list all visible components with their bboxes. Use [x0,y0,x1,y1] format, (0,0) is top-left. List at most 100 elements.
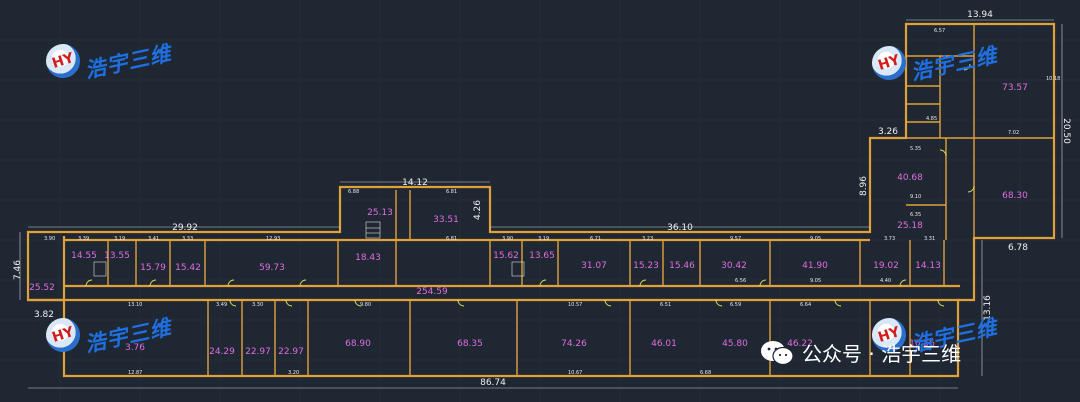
room-area: 59.73 [259,263,285,273]
room-area-labels: 25.52 14.55 13.55 15.79 15.42 59.73 25.1… [29,83,1028,357]
small-dim: 3.41 [148,236,159,242]
room-area: 68.35 [457,339,483,349]
small-dim: 10.18 [1046,76,1060,82]
dimension-lines [19,19,1063,389]
small-dim: 3.39 [78,236,89,242]
room-area: 40.68 [897,173,923,183]
room-area: 73.57 [1002,83,1028,93]
exterior-walls [26,22,1056,378]
small-dim: 10.67 [568,370,582,376]
room-area: 15.46 [669,261,695,271]
small-dim: 9.10 [910,194,921,200]
dim-left-small: 3.82 [34,310,54,320]
room-area: 18.43 [355,253,381,263]
room-area: 3.76 [125,343,145,353]
room-area: 46.22 [787,339,813,349]
small-dim: 6.51 [660,302,671,308]
watermark-brand-name: 浩宇三维 [82,315,174,357]
room-area: 46.01 [651,339,677,349]
dim-bump-right: 4.26 [473,200,483,220]
room-area: 15.62 [493,251,519,261]
room-area: 31.07 [581,261,607,271]
small-dim: 3.31 [924,236,935,242]
interior-walls [62,24,1054,376]
small-dim: 3.23 [642,236,653,242]
room-area: 45.80 [722,339,748,349]
watermark-logo-bottom-left: HY 浩宇三维 [41,313,174,357]
wechat-credit: 公众号 · 浩宇三维 [760,338,961,367]
room-area: 22.97 [245,347,271,357]
small-dim: 9.57 [730,236,741,242]
room-area: 25.13 [367,208,393,218]
hy-logo-icon: HY [41,39,85,83]
room-area: 15.23 [633,261,659,271]
small-dim: 3.30 [252,302,263,308]
room-area: 14.55 [71,251,97,261]
room-area: 13.55 [104,251,130,261]
small-dim: 3.49 [216,302,227,308]
small-dim: 12.87 [128,370,142,376]
room-area: 15.42 [175,263,201,273]
watermark-brand-name: 浩宇三维 [908,43,1000,85]
room-area: 14.13 [915,261,941,271]
room-area: 74.26 [561,339,587,349]
room-area: 41.90 [802,261,828,271]
small-dim: 6.64 [800,302,811,308]
room-area: 16.56 [909,339,935,349]
dim-left-height: 7.46 [13,260,23,280]
small-dim: 3.73 [884,236,895,242]
small-dim: 12.93 [266,236,280,242]
small-dim: 3.33 [182,236,193,242]
watermark-brand-name: 浩宇三维 [82,41,174,83]
small-dim: 7.02 [1008,130,1019,136]
stair-symbols [93,221,525,277]
dim-top-mid: 36.10 [667,223,693,233]
dim-top-bump: 14.12 [402,178,428,188]
small-dim: 4.85 [926,116,937,122]
room-area: 25.52 [29,283,55,293]
watermark-logo-top-right: HY 浩宇三维 [867,41,1000,85]
room-area: 13.65 [529,251,555,261]
small-dim: 6.81 [446,236,457,242]
wechat-icon [761,340,794,365]
small-dim: 3.20 [288,370,299,376]
credit-text: 公众号 · 浩宇三维 [802,342,962,366]
room-area: 30.42 [721,261,747,271]
small-dim: 6.81 [446,189,457,195]
small-dim: 3.19 [114,236,125,242]
small-dim: 13.10 [128,302,142,308]
small-dim: 3.19 [538,236,549,242]
small-dim: 3.90 [502,236,513,242]
small-dimension-labels: 3.90 3.39 3.19 3.41 3.33 12.93 6.88 6.81… [44,28,1060,376]
small-dim: 9.80 [360,302,371,308]
small-dim: 4.40 [880,278,891,284]
small-dim: 6.88 [348,189,359,195]
room-area: 25.18 [897,221,923,231]
room-area: 33.51 [433,215,459,225]
small-dim: 6.57 [934,28,945,34]
dim-wing-top: 13.94 [967,10,993,20]
hy-logo-icon: HY [41,313,85,357]
small-dim: 9.05 [810,236,821,242]
room-area: 24.29 [209,347,235,357]
dim-step: 3.26 [878,127,898,137]
watermark-logo-top-left: HY 浩宇三维 [41,39,174,83]
dim-total-length: 86.74 [480,378,506,388]
corridor-area: 254.59 [416,287,448,297]
room-area: 19.02 [873,261,899,271]
room-area: 22.97 [278,347,304,357]
dim-wing-height: 20.50 [1061,118,1071,144]
dim-top-left: 29.92 [172,223,198,233]
overall-dimension-labels: 86.74 29.92 36.10 14.12 13.94 20.50 6.78… [13,10,1071,388]
small-dim: 9.05 [810,278,821,284]
small-dim: 6.71 [590,236,601,242]
dim-wing-left-h: 8.96 [859,176,869,196]
small-dim: 3.90 [44,236,55,242]
small-dim: 6.56 [735,278,746,284]
hy-logo-icon: HY [867,41,911,85]
door-swings [85,63,975,307]
small-dim: 5.35 [910,146,921,152]
dim-right-height: 13.16 [983,295,993,321]
